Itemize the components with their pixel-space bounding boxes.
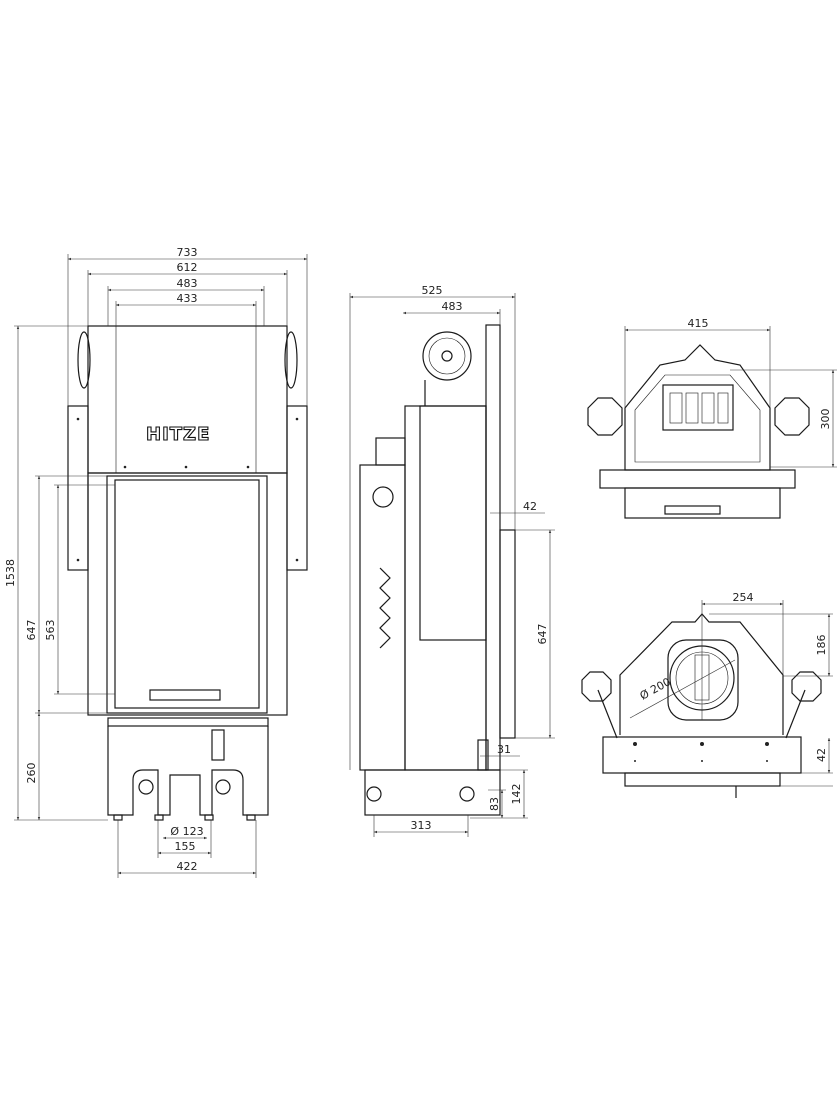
top-view: 415 300	[587, 317, 837, 519]
door-assembly	[624, 487, 781, 519]
top-inner-panel	[115, 325, 257, 474]
top-outline	[624, 344, 771, 471]
brand-logo: HITZE	[146, 424, 210, 445]
dim-422: 422	[177, 860, 198, 873]
base-cutout	[138, 779, 154, 795]
dim-260: 260	[25, 763, 38, 784]
dim-483: 483	[177, 277, 198, 290]
dim-254: 254	[733, 591, 754, 604]
dim-733: 733	[177, 246, 198, 259]
dim-42-side: 42	[523, 500, 537, 513]
dim-612: 612	[177, 261, 198, 274]
dim-525: 525	[422, 284, 443, 297]
rear-bracket	[477, 739, 489, 771]
air-grille	[664, 505, 721, 515]
front-dimension-lines	[14, 254, 308, 878]
front-view: HITZE	[4, 246, 308, 878]
left-fan-duct	[597, 689, 618, 739]
dim-1538: 1538	[4, 559, 17, 587]
right-fan-duct	[785, 689, 806, 739]
dim-83: 83	[488, 797, 501, 811]
dim-483-side: 483	[442, 300, 463, 313]
flue-connector	[211, 729, 225, 761]
dim-647-side: 647	[536, 624, 549, 645]
left-fan-icon	[581, 671, 612, 702]
diameter-leader-line	[629, 659, 736, 719]
fan-inner-ring	[428, 337, 466, 375]
dim-647: 647	[25, 620, 38, 641]
dim-155: 155	[175, 840, 196, 853]
firebox-body	[87, 472, 288, 716]
rear-view: 254 186 Ø 200 42	[581, 591, 833, 798]
grate-bars	[669, 392, 729, 424]
right-side-panel	[286, 405, 308, 571]
base-frame	[107, 726, 269, 816]
dim-563: 563	[44, 620, 57, 641]
rear-lower-plate	[624, 772, 781, 787]
side-dimension-lines	[349, 293, 555, 837]
front-door-profile	[359, 464, 406, 771]
base-cutout	[459, 786, 475, 802]
rear-dimension-lines	[701, 600, 833, 787]
door-glass	[114, 479, 260, 709]
top-bracket	[375, 437, 406, 466]
dim-433: 433	[177, 292, 198, 305]
fixing-points	[633, 742, 769, 762]
fixing-points	[76, 417, 299, 562]
dim-415: 415	[688, 317, 709, 330]
dim-31: 31	[497, 743, 511, 756]
right-fan-icon	[774, 397, 810, 436]
burner-grate	[662, 384, 734, 431]
side-view: 525 483 42 647 31 142 83 313	[349, 284, 555, 837]
dim-186: 186	[815, 635, 828, 656]
rear-outline	[619, 613, 784, 735]
top-inner-outline	[634, 374, 761, 463]
dim-142: 142	[510, 784, 523, 805]
door-frame	[106, 475, 268, 714]
handle-icon	[372, 486, 394, 508]
top-housing	[87, 325, 288, 474]
dim-313: 313	[411, 819, 432, 832]
dim-300: 300	[819, 409, 832, 430]
dim-diameter-123: Ø 123	[170, 825, 203, 838]
right-fan-icon	[791, 671, 822, 702]
left-fan-icon	[77, 331, 91, 389]
dim-42-rear: 42	[815, 748, 828, 762]
fan-icon	[422, 331, 472, 381]
convection-box	[419, 405, 487, 641]
rear-panel	[485, 324, 501, 771]
fan-hub	[441, 350, 453, 362]
left-fan-icon	[587, 397, 623, 436]
flue-collar	[667, 639, 739, 721]
side-base	[364, 769, 501, 816]
base-top-rail	[107, 717, 269, 727]
air-channel	[379, 567, 391, 649]
adjustable-feet	[113, 814, 256, 821]
top-dimension-lines	[624, 326, 837, 468]
air-grille	[149, 689, 221, 701]
base-cutout	[215, 779, 231, 795]
right-fan-icon	[284, 331, 298, 389]
side-body	[404, 405, 487, 771]
rear-flange	[499, 529, 516, 739]
left-side-panel	[67, 405, 89, 571]
front-frame	[599, 469, 796, 489]
base-cutout	[366, 786, 382, 802]
